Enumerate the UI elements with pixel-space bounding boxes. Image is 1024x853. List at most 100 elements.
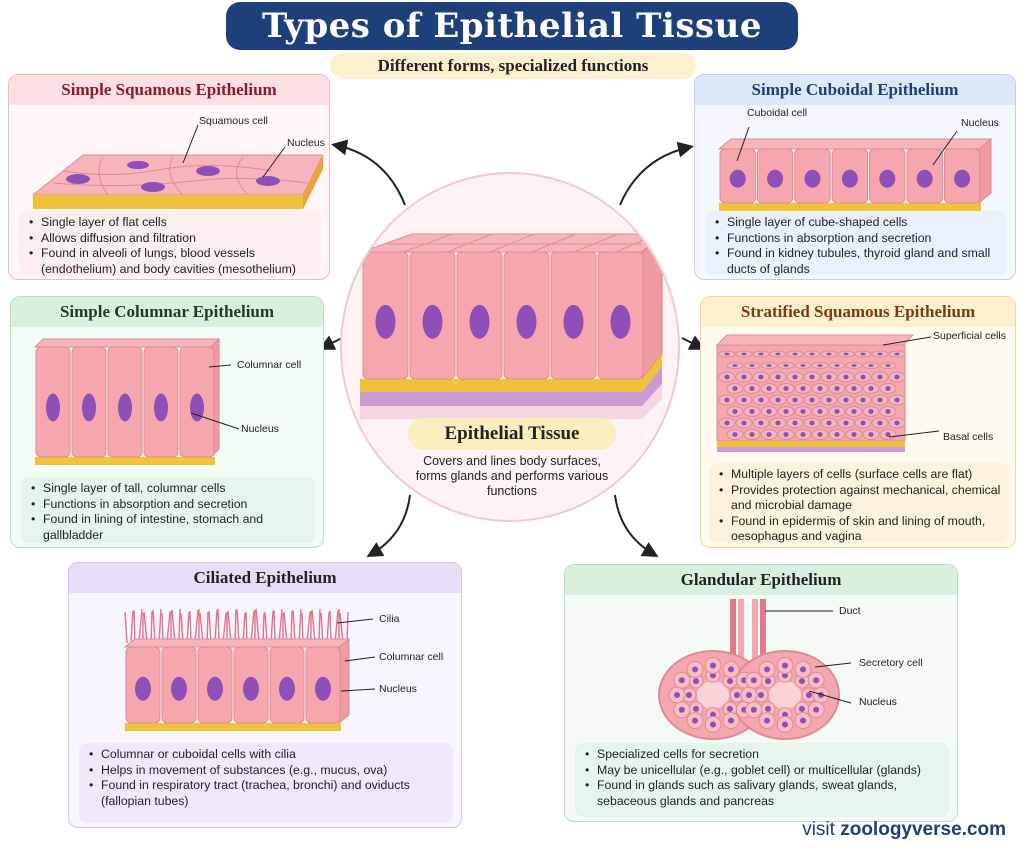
cilium xyxy=(217,608,220,644)
panel-simple-cuboidal: Simple Cuboidal Epithelium Cuboidal cell… xyxy=(694,74,1016,280)
cell-nucleus xyxy=(843,352,849,356)
label-nucleus: Nucleus xyxy=(379,683,417,695)
bullet-list: Columnar or cuboidal cells with cilia He… xyxy=(79,743,453,823)
cell-nucleus xyxy=(749,386,755,391)
footer-credit[interactable]: visit zoologyverse.com xyxy=(802,819,1006,841)
cell-nucleus xyxy=(851,386,857,391)
cell-nucleus xyxy=(826,397,832,403)
cell-nucleus xyxy=(766,364,772,367)
cell-nucleus xyxy=(678,706,685,713)
cell-nucleus xyxy=(792,420,798,426)
cell-nucleus xyxy=(765,678,772,685)
panel-title: Stratified Squamous Epithelium xyxy=(701,297,1015,327)
cell-nucleus xyxy=(728,717,734,724)
cell-nucleus xyxy=(741,420,747,426)
glandular-figure xyxy=(658,599,852,740)
panel-title: Simple Squamous Epithelium xyxy=(9,75,329,105)
columnar-figure xyxy=(33,337,240,465)
cilium xyxy=(178,608,181,644)
label-superficial-cells: Superficial cells xyxy=(933,330,1006,342)
cell-nucleus xyxy=(422,304,443,339)
cilium xyxy=(124,611,128,644)
cell-nucleus xyxy=(724,420,730,426)
cell-nucleus xyxy=(834,364,840,367)
cell-nucleus xyxy=(826,352,832,356)
cell-nucleus xyxy=(775,352,781,356)
cilium xyxy=(346,611,349,644)
bullet-item: Found in kidney tubules, thyroid gland a… xyxy=(713,246,999,277)
bullet-list: Single layer of tall, columnar cells Fun… xyxy=(21,477,315,543)
cell-nucleus xyxy=(877,397,883,403)
cell-nucleus xyxy=(841,169,858,188)
panel-title: Simple Columnar Epithelium xyxy=(11,297,323,327)
page-title: Types of Epithelial Tissue xyxy=(262,6,762,46)
cell-nucleus xyxy=(783,386,789,391)
cilium xyxy=(166,611,171,644)
cilium xyxy=(206,611,209,644)
cilium xyxy=(270,610,274,644)
cell-nucleus xyxy=(813,706,820,713)
cell-nucleus xyxy=(800,364,806,367)
cilium xyxy=(262,612,265,644)
bullet-list: Single layer of cube-shaped cells Functi… xyxy=(705,211,1007,277)
bullet-item: Allows diffusion and filtration xyxy=(27,231,313,247)
cilium xyxy=(306,611,311,644)
cell-nucleus xyxy=(732,364,738,367)
cell-nucleus xyxy=(783,432,789,437)
cell-nucleus xyxy=(729,169,746,188)
cell-nucleus xyxy=(868,432,874,437)
cell-nucleus xyxy=(469,304,490,339)
cell-nucleus xyxy=(758,352,764,356)
cilium xyxy=(222,612,227,644)
bullet-item: Provides protection against mechanical, … xyxy=(717,483,1001,514)
panel-title: Glandular Epithelium xyxy=(565,565,957,595)
panel-title: Ciliated Epithelium xyxy=(69,563,461,593)
cell-nucleus xyxy=(813,677,820,684)
cell-nucleus xyxy=(804,169,821,188)
cell-nucleus xyxy=(724,397,730,403)
cell-nucleus xyxy=(118,393,132,422)
cell-nucleus xyxy=(809,352,815,356)
cilium xyxy=(138,608,143,644)
cell-nucleus xyxy=(710,721,716,728)
cell-nucleus xyxy=(758,420,764,426)
cell-nucleus xyxy=(860,374,866,380)
label-nucleus: Nucleus xyxy=(961,117,999,129)
cell-nucleus xyxy=(775,420,781,426)
label-columnar-cell: Columnar cell xyxy=(379,651,444,663)
cilium xyxy=(290,610,293,644)
cilium xyxy=(264,611,268,644)
cilium xyxy=(250,610,255,644)
cilium xyxy=(171,609,176,644)
cell-nucleus xyxy=(817,386,823,391)
cell-nucleus xyxy=(860,397,866,403)
cilium xyxy=(236,608,240,644)
label-cilia: Cilia xyxy=(379,613,400,625)
cell-nucleus xyxy=(750,677,757,684)
cell-nucleus xyxy=(135,676,151,701)
cell-nucleus xyxy=(46,393,60,422)
cell-nucleus xyxy=(749,409,755,414)
cell-nucleus xyxy=(834,409,840,414)
cilium xyxy=(301,612,304,644)
footer-site-link[interactable]: zoologyverse.com xyxy=(840,819,1006,840)
bullet-item: Found in glands such as salivary glands,… xyxy=(583,778,941,809)
cell-nucleus xyxy=(868,409,874,414)
bullet-item: Functions in absorption and secretion xyxy=(713,231,999,247)
page-subtitle: Different forms, specialized functions xyxy=(330,53,696,79)
cell-nucleus xyxy=(868,364,874,367)
cell-nucleus xyxy=(885,364,891,367)
label-columnar-cell: Columnar cell xyxy=(237,359,302,371)
bullet-item: Single layer of cube-shaped cells xyxy=(713,215,999,231)
bullet-item: Functions in absorption and secretion xyxy=(29,497,307,513)
footer-prefix: visit xyxy=(802,819,835,840)
cell-nucleus xyxy=(783,364,789,367)
cell-nucleus xyxy=(749,364,755,367)
cell-nucleus xyxy=(516,304,537,339)
cilium xyxy=(242,612,246,644)
stratified-figure xyxy=(715,334,940,452)
panel-glandular: Glandular Epithelium Duct Secretory cell… xyxy=(564,564,958,822)
cell-nucleus xyxy=(868,386,874,391)
bullet-item: Found in epidermis of skin and lining of… xyxy=(717,514,1001,545)
cell-nucleus xyxy=(732,409,738,414)
